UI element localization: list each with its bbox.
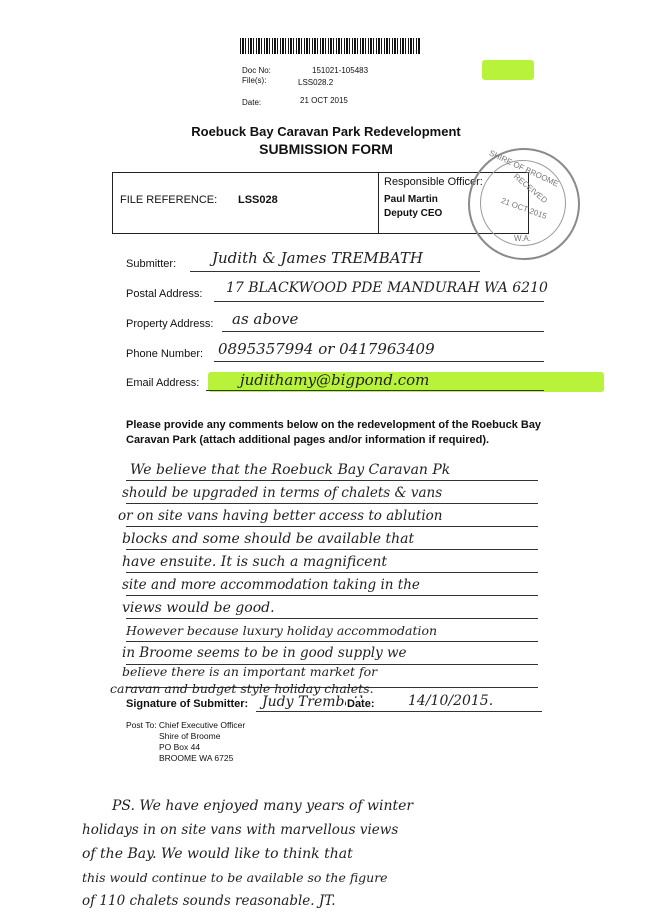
files-value: LSS028.2 <box>298 78 334 87</box>
ruled-line <box>126 526 538 527</box>
highlight-mark <box>482 60 534 80</box>
file-reference-label: FILE REFERENCE: <box>120 194 218 206</box>
responsible-officer-label: Responsible Officer: <box>384 176 483 188</box>
date-label: Date: <box>242 98 262 107</box>
signature-date-label: Date: <box>346 698 376 710</box>
email-address-value: judithamy@bigpond.com <box>240 371 430 389</box>
form-subtitle: SUBMISSION FORM <box>259 141 393 157</box>
ruled-line <box>126 641 538 642</box>
postal-address-label: Postal Address: <box>126 288 203 300</box>
ruled-line <box>126 503 538 504</box>
ruled-line <box>126 549 538 550</box>
property-address-label: Property Address: <box>126 318 214 330</box>
postal-address-line <box>214 301 544 302</box>
comment-line-7: views would be good. <box>122 600 275 616</box>
ruled-line <box>126 687 538 688</box>
signature-line <box>256 711 542 712</box>
doc-no-label: Doc No: <box>242 66 271 75</box>
comments-instructions: Please provide any comments below on the… <box>126 419 542 446</box>
ruled-line <box>126 480 538 481</box>
ruled-line <box>126 572 538 573</box>
box-divider <box>378 172 379 233</box>
phone-number-line <box>214 361 544 362</box>
post-to-line-3: PO Box 44 <box>159 742 201 752</box>
responsible-officer-title: Deputy CEO <box>384 208 443 219</box>
stamp-state-text: W.A. <box>514 234 531 243</box>
postscript-line-2: holidays in on site vans with marvellous… <box>82 822 399 838</box>
submitter-line <box>190 271 480 272</box>
post-to-line-1: Post To: Chief Executive Officer <box>126 720 246 730</box>
date-value: 21 OCT 2015 <box>300 96 348 105</box>
postscript-line-1: PS. We have enjoyed many years of winter <box>112 798 414 814</box>
comment-line-5: have ensuite. It is such a magnificent <box>122 554 388 570</box>
signature-label: Signature of Submitter: <box>126 698 249 710</box>
postscript-line-4: this would continue to be available so t… <box>82 870 388 885</box>
email-address-line <box>206 390 544 391</box>
comment-line-8: However because luxury holiday accommoda… <box>126 623 438 638</box>
ruled-line <box>126 664 538 665</box>
post-to-line-2: Shire of Broome <box>159 731 221 741</box>
comment-line-2: should be upgraded in terms of chalets &… <box>122 485 443 501</box>
file-reference-value: LSS028 <box>238 194 278 206</box>
responsible-officer-name: Paul Martin <box>384 194 438 205</box>
received-stamp-inner <box>480 160 566 246</box>
ruled-line <box>126 595 538 596</box>
postscript-line-5: of 110 chalets sounds reasonable. JT. <box>82 893 336 909</box>
phone-number-value: 0895357994 or 0417963409 <box>218 340 435 358</box>
submitter-label: Submitter: <box>126 258 177 270</box>
comment-line-6: site and more accommodation taking in th… <box>122 577 420 593</box>
doc-no-value: 151021-105483 <box>312 66 369 75</box>
ruled-line <box>126 618 538 619</box>
comment-line-10: believe there is an important market for <box>122 664 378 679</box>
email-address-label: Email Address: <box>126 377 200 389</box>
comment-line-3: or on site vans having better access to … <box>118 508 443 524</box>
comment-line-11: caravan and budget style holiday chalets… <box>110 681 374 696</box>
property-address-value: as above <box>232 310 299 328</box>
received-stamp <box>468 148 580 260</box>
form-title: Roebuck Bay Caravan Park Redevelopment <box>191 124 461 139</box>
phone-number-label: Phone Number: <box>126 348 204 360</box>
comment-line-4: blocks and some should be available that <box>122 531 415 547</box>
postal-address-value: 17 BLACKWOOD PDE MANDURAH WA 6210 <box>226 280 548 296</box>
comment-line-9: in Broome seems to be in good supply we <box>122 645 407 661</box>
submitter-value: Judith & James TREMBATH <box>212 249 423 267</box>
signature-value: Judy Trembath <box>262 694 368 710</box>
post-to-line-4: BROOME WA 6725 <box>159 753 234 763</box>
comment-line-1: We believe that the Roebuck Bay Caravan … <box>130 462 451 478</box>
property-address-line <box>222 331 544 332</box>
postscript-line-3: of the Bay. We would like to think that <box>82 846 353 862</box>
signature-date-value: 14/10/2015. <box>408 693 494 709</box>
email-highlight <box>208 372 604 392</box>
barcode <box>240 38 420 54</box>
files-label: File(s): <box>242 76 267 85</box>
